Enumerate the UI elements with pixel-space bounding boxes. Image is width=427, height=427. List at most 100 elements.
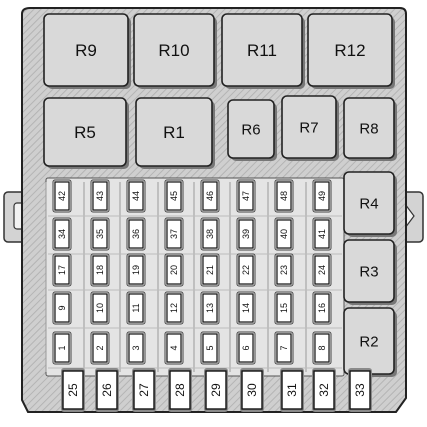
fuse-33: 33	[348, 368, 372, 412]
relay-r5-body	[43, 97, 127, 167]
fuse-37-body	[166, 219, 182, 249]
fuse-19-label: 19	[131, 265, 141, 275]
fuse-40-body	[276, 219, 292, 249]
fuse-17: 17	[52, 253, 72, 287]
fuse-12-body	[166, 293, 182, 323]
fuse-19-body	[128, 255, 144, 285]
fuse-48: 48	[274, 179, 294, 213]
relay-r3-label: R3	[359, 263, 378, 280]
fuse-3-body	[128, 333, 144, 363]
relay-r9-body	[43, 13, 129, 87]
fuse-35: 35	[90, 217, 110, 251]
fuse-45: 45	[164, 179, 184, 213]
fuse-13-body	[202, 293, 218, 323]
fuse-26-body	[96, 370, 118, 410]
fuse-32: 32	[312, 368, 336, 412]
fuse-46-label: 46	[205, 191, 215, 201]
relay-r12-body	[307, 13, 393, 87]
fuse-34-body	[54, 219, 70, 249]
relay-r2-label: R2	[359, 333, 378, 350]
fuse-42-body	[54, 181, 70, 211]
fuse-24-body	[314, 255, 330, 285]
fuse-43-body	[92, 181, 108, 211]
fuse-43: 43	[90, 179, 110, 213]
relay-r9-label: R9	[75, 41, 97, 60]
fuse-22-body	[238, 255, 254, 285]
fuse-16-label: 16	[317, 303, 327, 313]
relay-r11: R11	[221, 13, 305, 89]
fuse-2-body	[92, 333, 108, 363]
fuse-25-body	[62, 370, 84, 410]
fuse-41-body	[314, 219, 330, 249]
fuse-28-body	[169, 370, 191, 410]
fuse-10: 10	[90, 291, 110, 325]
fuse-38-body	[202, 219, 218, 249]
fuse-5-body	[202, 333, 218, 363]
fuse-7-body	[276, 333, 292, 363]
fuse-36: 36	[126, 217, 146, 251]
fuse-42-label: 42	[57, 191, 67, 201]
relay-r4-body	[343, 171, 395, 235]
fuse-17-body	[54, 255, 70, 285]
fuse-18: 18	[90, 253, 110, 287]
relay-r11-body	[221, 13, 303, 87]
fuse-32-label: 32	[317, 383, 331, 397]
fuse-2: 2	[90, 331, 110, 365]
fuse-11-body	[128, 293, 144, 323]
relay-r7-label: R7	[299, 119, 318, 136]
fuse-35-label: 35	[95, 229, 105, 239]
fuse-44: 44	[126, 179, 146, 213]
fuse-23: 23	[274, 253, 294, 287]
fuse-37-label: 37	[169, 229, 179, 239]
fuse-39-body	[238, 219, 254, 249]
fuse-30-body	[241, 370, 263, 410]
relay-r1-body	[135, 97, 213, 167]
fuse-1: 1	[52, 331, 72, 365]
relay-r6-label: R6	[241, 121, 260, 138]
fuse-30-label: 30	[245, 383, 259, 397]
fuse-29-body	[205, 370, 227, 410]
fuse-18-label: 18	[95, 265, 105, 275]
fuse-27: 27	[132, 368, 156, 412]
relay-r1-label: R1	[163, 123, 185, 142]
relay-r8: R8	[343, 97, 397, 161]
relay-r12-label: R12	[334, 41, 365, 60]
fuse-47: 47	[236, 179, 256, 213]
fuse-20: 20	[164, 253, 184, 287]
relay-r3-body	[343, 239, 395, 303]
fuse-40: 40	[274, 217, 294, 251]
fuse-30: 30	[240, 368, 264, 412]
fuse-20-label: 20	[169, 265, 179, 275]
fuse-15: 15	[274, 291, 294, 325]
fuse-1-body	[54, 333, 70, 363]
relay-r2: R2	[343, 307, 397, 377]
relay-r6: R6	[227, 99, 277, 161]
fuse-1-label: 1	[57, 345, 67, 350]
fuse-5-label: 5	[205, 345, 215, 350]
fuse-28-label: 28	[173, 383, 187, 397]
fuse-26: 26	[95, 368, 119, 412]
fuse-4-label: 4	[169, 345, 179, 350]
fuse-11-label: 11	[131, 303, 141, 312]
fuse-22: 22	[236, 253, 256, 287]
fuse-20-body	[166, 255, 182, 285]
fuse-13-label: 13	[205, 303, 215, 313]
relay-r11-label: R11	[247, 41, 277, 60]
fuse-38: 38	[200, 217, 220, 251]
relay-r4: R4	[343, 171, 397, 237]
fuse-33-body	[349, 370, 371, 410]
relay-r5: R5	[43, 97, 129, 169]
fuse-13: 13	[200, 291, 220, 325]
relay-r10-body	[133, 13, 215, 87]
relay-r8-label: R8	[359, 120, 378, 137]
fuse-26-label: 26	[100, 383, 114, 397]
fuse-36-body	[128, 219, 144, 249]
fuse-31-label: 31	[285, 383, 299, 397]
fuse-40-label: 40	[279, 229, 289, 239]
fuse-22-label: 22	[241, 265, 251, 275]
fuse-16: 16	[312, 291, 332, 325]
fuse-24: 24	[312, 253, 332, 287]
fuse-5: 5	[200, 331, 220, 365]
